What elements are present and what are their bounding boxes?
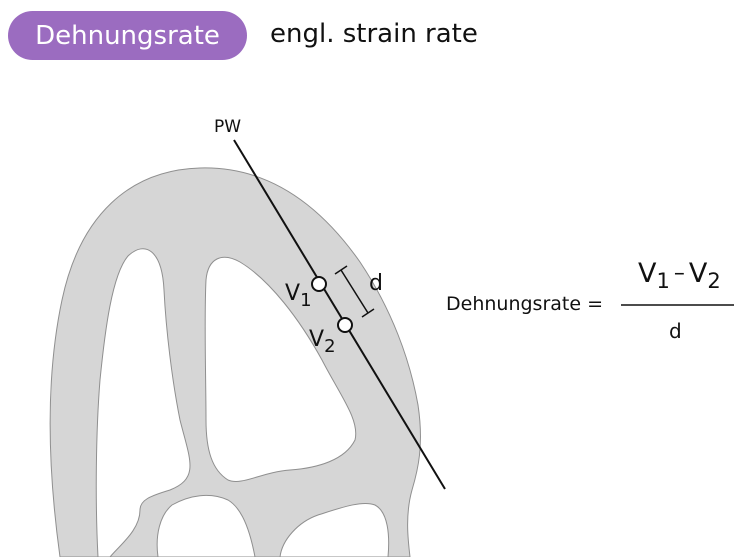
- title-badge-text: Dehnungsrate: [35, 20, 220, 51]
- v1-label: V1: [285, 281, 312, 311]
- distance-indicator: [340, 269, 369, 314]
- distance-label: d: [369, 271, 383, 296]
- distance-tick-top: [334, 265, 348, 275]
- formula-lhs: Dehnungsrate =: [446, 293, 603, 315]
- v2-label: V2: [309, 327, 336, 357]
- subtitle: engl. strain rate: [270, 19, 478, 49]
- distance-tick-bottom: [361, 308, 375, 318]
- myocardium-shape: [49, 167, 421, 557]
- title-badge: Dehnungsrate: [8, 11, 247, 60]
- pw-beam-line: [233, 139, 446, 490]
- formula-denominator: d: [669, 319, 682, 343]
- sample-point-v1: [311, 276, 327, 292]
- formula-numerator: V1–V2: [638, 258, 721, 293]
- sample-point-v2: [337, 317, 353, 333]
- pw-label: PW: [214, 117, 241, 137]
